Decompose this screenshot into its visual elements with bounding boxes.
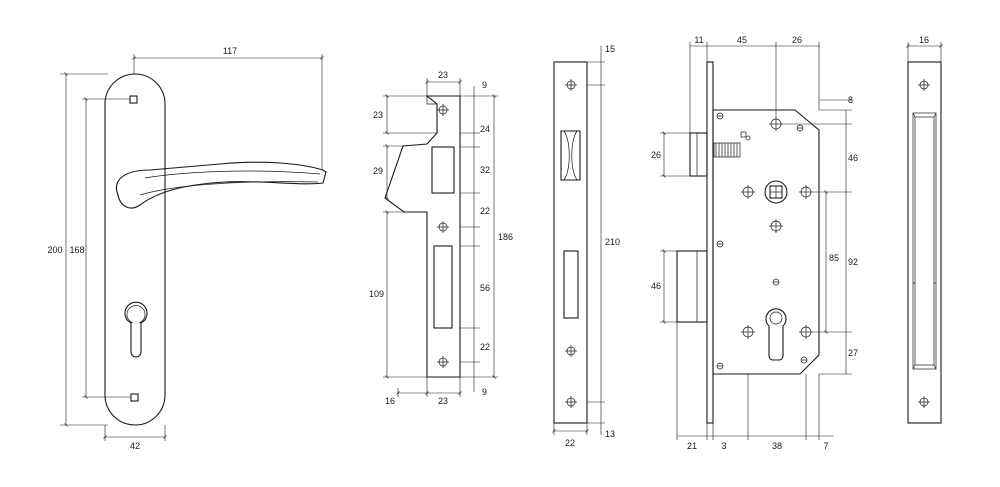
faceplate-bolt-slot [563, 250, 579, 319]
cylinder-keyhole [124, 301, 148, 358]
dim-lock-top-right: 26 [792, 35, 802, 45]
strike-plate-outline [384, 95, 461, 378]
side-plate-view: 16 [906, 35, 943, 424]
dim-strike-top-offset: 9 [482, 80, 487, 90]
lock-cylinder-cutout [765, 308, 787, 361]
dim-handle-length: 117 [223, 46, 237, 56]
lock-body-view: 11 45 26 26 46 8 46 92 27 85 2 [651, 35, 858, 451]
dim-overall-height: 200 [47, 245, 62, 255]
dim-strike-bottom-offset: 9 [482, 387, 487, 397]
dim-strike-width-bottom: 23 [438, 396, 448, 406]
dim-lock-bottom-offset: 27 [848, 348, 858, 358]
dim-strike-left-lower: 109 [369, 289, 384, 299]
lever-handle [116, 161, 327, 209]
dim-lock-upper-spacing: 46 [848, 153, 858, 163]
dim-lock-cylinder-width: 38 [772, 441, 782, 451]
dim-lock-projection: 21 [687, 441, 697, 451]
screw-hole-top [129, 95, 138, 104]
dim-screw-spacing: 168 [69, 245, 84, 255]
dim-strike-overall: 186 [498, 232, 513, 242]
lock-front-plate [706, 61, 714, 424]
dim-lock-plate-gap: 3 [721, 441, 726, 451]
dim-lock-latch-height: 26 [651, 150, 661, 160]
side-plate-screw-icons [918, 79, 930, 408]
lock-spindle-icon [764, 180, 788, 204]
faceplate-screw-icons [565, 79, 577, 408]
dim-strike-gap-b: 22 [480, 206, 490, 216]
dim-strike-left-notch: 29 [373, 166, 383, 176]
dim-lock-top-offset: 8 [848, 95, 853, 105]
strike-plate-view: 9 24 32 22 56 22 9 186 23 23 29 109 16 [369, 70, 513, 406]
dim-strike-width-top: 23 [438, 70, 448, 80]
lock-screw-icons [741, 117, 813, 339]
handle-plate-view: 117 200 168 42 [47, 46, 327, 451]
dim-lock-lower-spacing: 92 [848, 257, 858, 267]
strike-slot-bolt [433, 245, 453, 329]
dim-lock-front-thickness: 11 [694, 35, 703, 45]
faceplate-latch [560, 130, 581, 181]
screw-hole-bottom [130, 393, 139, 402]
faceplate-view: 15 210 13 22 [552, 44, 620, 448]
dim-lock-deadbolt-height: 46 [651, 281, 661, 291]
lock-deadbolt [676, 250, 708, 323]
dim-strike-gap-c: 22 [480, 342, 490, 352]
dim-lock-top-width: 45 [737, 35, 747, 45]
dim-faceplate-width: 22 [565, 438, 575, 448]
dim-faceplate-bottom: 13 [605, 429, 615, 439]
side-plate-outline [907, 61, 942, 424]
handle-backplate [104, 73, 166, 426]
faceplate-outline [553, 61, 588, 424]
dim-faceplate-top: 15 [605, 44, 615, 54]
dim-side-width: 16 [919, 35, 929, 45]
strike-slot-latch [431, 146, 455, 194]
dim-strike-slot-a: 32 [480, 165, 490, 175]
lock-rivets [716, 112, 808, 370]
dim-plate-width: 42 [130, 441, 140, 451]
dim-faceplate-overall: 210 [605, 237, 620, 247]
dim-lock-center-spacing: 85 [829, 253, 839, 263]
strike-screw-icons [437, 104, 449, 368]
dim-strike-slot-b: 56 [480, 283, 490, 293]
dim-strike-gap-a: 24 [480, 124, 490, 134]
dim-lock-right-gap: 7 [823, 441, 828, 451]
lock-spring [713, 142, 741, 158]
dim-strike-left-width: 16 [385, 396, 395, 406]
lock-case [712, 109, 820, 375]
lock-latch [689, 132, 708, 177]
dim-strike-left-top: 23 [373, 110, 383, 120]
